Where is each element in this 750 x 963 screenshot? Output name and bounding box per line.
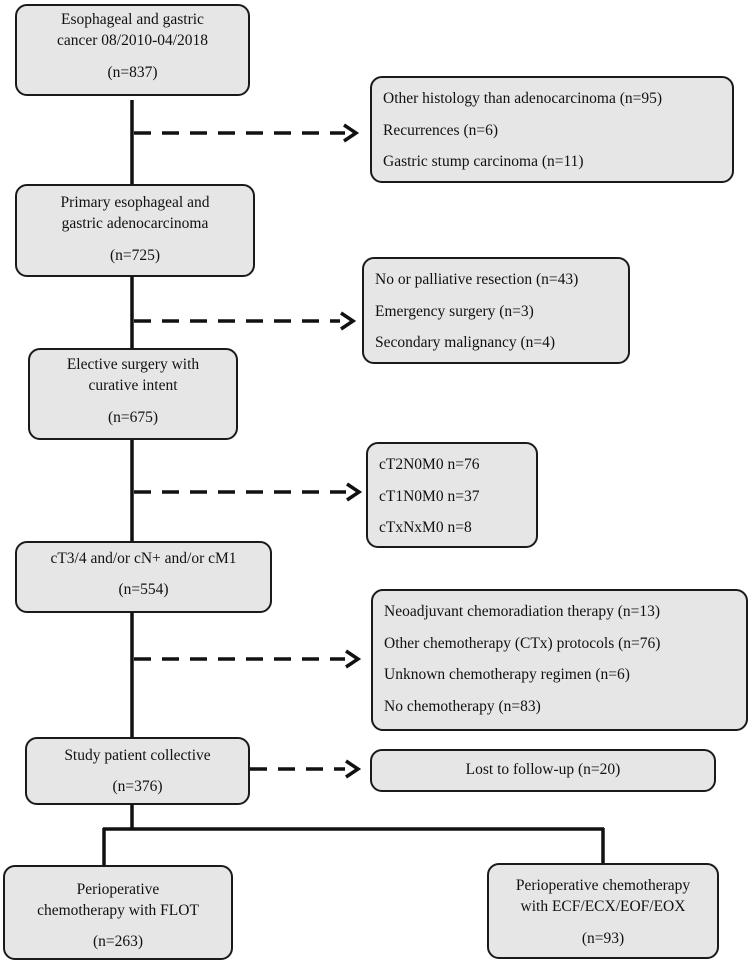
exclusion-item: Recurrences (n=6) [383,121,499,139]
box-line: chemotherapy with FLOT [37,902,199,919]
exclusion-item: Other chemotherapy (CTx) protocols (n=76… [384,634,661,652]
box-line: Perioperative [76,881,160,898]
arrowhead-4 [345,649,362,669]
box-line: Esophageal and gastric [61,11,204,28]
box-flot-group: Perioperative chemotherapy with FLOT (n=… [3,865,233,960]
exclusion-item: Other histology than adenocarcinoma (n=9… [383,90,663,107]
exclusion-item: cTxNxM0 n=8 [379,519,472,536]
box-line: gastric adenocarcinoma [61,215,209,232]
box-count: (n=376) [112,778,163,795]
box-total-cohort: Esophageal and gastric cancer 08/2010-04… [15,4,250,96]
exclusion-item: cT1N0M0 n=37 [379,487,480,505]
exclusion-item: cT2N0M0 n=76 [379,456,480,473]
box-line: Perioperative chemotherapy [515,877,691,894]
exclusion-item: Neoadjuvant chemoradiation therapy (n=13… [384,603,661,620]
box-count: (n=675) [107,409,159,426]
box-line: Primary esophageal and [60,194,210,211]
exclusion-item: Secondary malignancy (n=4) [375,334,556,351]
arrowhead-3 [346,482,363,502]
exclusion-box-early-stage: cT2N0M0 n=76 cT1N0M0 n=37 cTxNxM0 n=8 [366,442,538,548]
exclusion-item: Emergency surgery (n=3) [375,302,534,320]
box-primary-adenocarcinoma: Primary esophageal and gastric adenocarc… [15,184,255,277]
arrowhead-2 [340,311,357,331]
box-line: Elective surgery with [66,356,200,373]
exclusion-box-histology: Other histology than adenocarcinoma (n=9… [370,76,734,183]
box-line: cT3/4 and/or cN+ and/or cM1 [50,550,237,567]
box-count: (n=837) [107,64,158,81]
box-line: curative intent [88,377,178,394]
exclusion-item: Unknown chemotherapy regimen (n=6) [384,666,630,683]
box-ecf-group: Perioperative chemotherapy with ECF/ECX/… [487,863,719,959]
exclusion-box-chemotherapy: Neoadjuvant chemoradiation therapy (n=13… [371,589,748,731]
arrowhead-1 [343,123,360,143]
box-study-collective: Study patient collective (n=376) [25,737,250,805]
exclusion-item: No chemotherapy (n=83) [384,697,541,715]
box-count: (n=725) [109,247,161,264]
box-line: Study patient collective [64,747,211,764]
exclusion-item: Gastric stump carcinoma (n=11) [383,153,584,170]
box-count: (n=263) [92,933,144,950]
box-line: cancer 08/2010-04/2018 [56,32,209,49]
exclusion-item: Lost to follow-up (n=20) [465,761,621,778]
exclusion-box-resection: No or palliative resection (n=43) Emerge… [362,257,630,364]
exclusion-item: No or palliative resection (n=43) [375,271,579,288]
box-advanced-stage: cT3/4 and/or cN+ and/or cM1 (n=554) [15,541,272,613]
arrowhead-5 [345,759,362,779]
exclusion-box-follow-up: Lost to follow-up (n=20) [370,749,716,792]
box-count: (n=93) [581,930,625,947]
box-elective-surgery: Elective surgery with curative intent (n… [28,348,238,440]
box-count: (n=554) [118,581,169,598]
box-line: with ECF/ECX/EOF/EOX [520,898,686,915]
